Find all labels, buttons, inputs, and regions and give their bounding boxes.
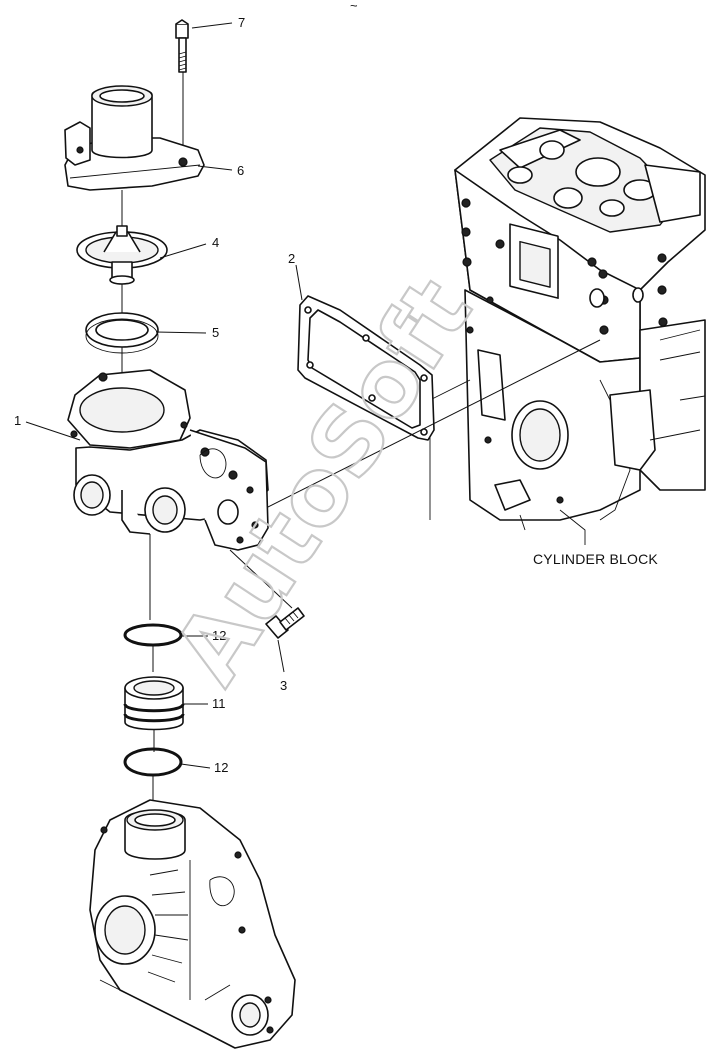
leader-3 xyxy=(277,639,285,673)
callout-11: 11 xyxy=(212,696,226,711)
callout-4: 4 xyxy=(212,235,219,250)
callout-12-upper: 12 xyxy=(212,628,226,643)
thermostat-seal-part-5 xyxy=(85,312,159,405)
top-mark: ~ xyxy=(350,0,358,13)
align-line-upper xyxy=(261,339,601,511)
callout-6: 6 xyxy=(237,163,244,178)
callout-1: 1 xyxy=(14,413,21,428)
callout-5: 5 xyxy=(212,325,219,340)
callout-2: 2 xyxy=(288,251,295,266)
callout-12-lower: 12 xyxy=(214,760,228,775)
leader-6 xyxy=(197,165,233,171)
gasket-part-2 xyxy=(297,295,435,441)
callout-3: 3 xyxy=(280,678,287,693)
thermostat-cover-part-6 xyxy=(64,85,205,228)
o-ring-upper-part-12 xyxy=(123,623,183,672)
leader-2 xyxy=(295,264,303,301)
leader-4 xyxy=(159,243,207,259)
bolt-part-3 xyxy=(265,607,305,639)
water-pump-housing xyxy=(89,799,296,1049)
leader-12-lower xyxy=(180,763,211,769)
connector-pipe-part-11 xyxy=(123,676,185,752)
callout-7: 7 xyxy=(238,15,245,30)
thermostat-housing-part-1 xyxy=(67,369,269,620)
cylinder-block-caption: CYLINDER BLOCK xyxy=(533,551,658,567)
cylinder-block xyxy=(429,117,706,545)
leader-7 xyxy=(191,22,233,29)
bolt-part-7 xyxy=(175,19,189,160)
align-line-lower xyxy=(229,549,293,609)
leader-5 xyxy=(155,331,207,334)
leader-1 xyxy=(25,421,81,441)
thermostat-part-4 xyxy=(76,225,168,315)
